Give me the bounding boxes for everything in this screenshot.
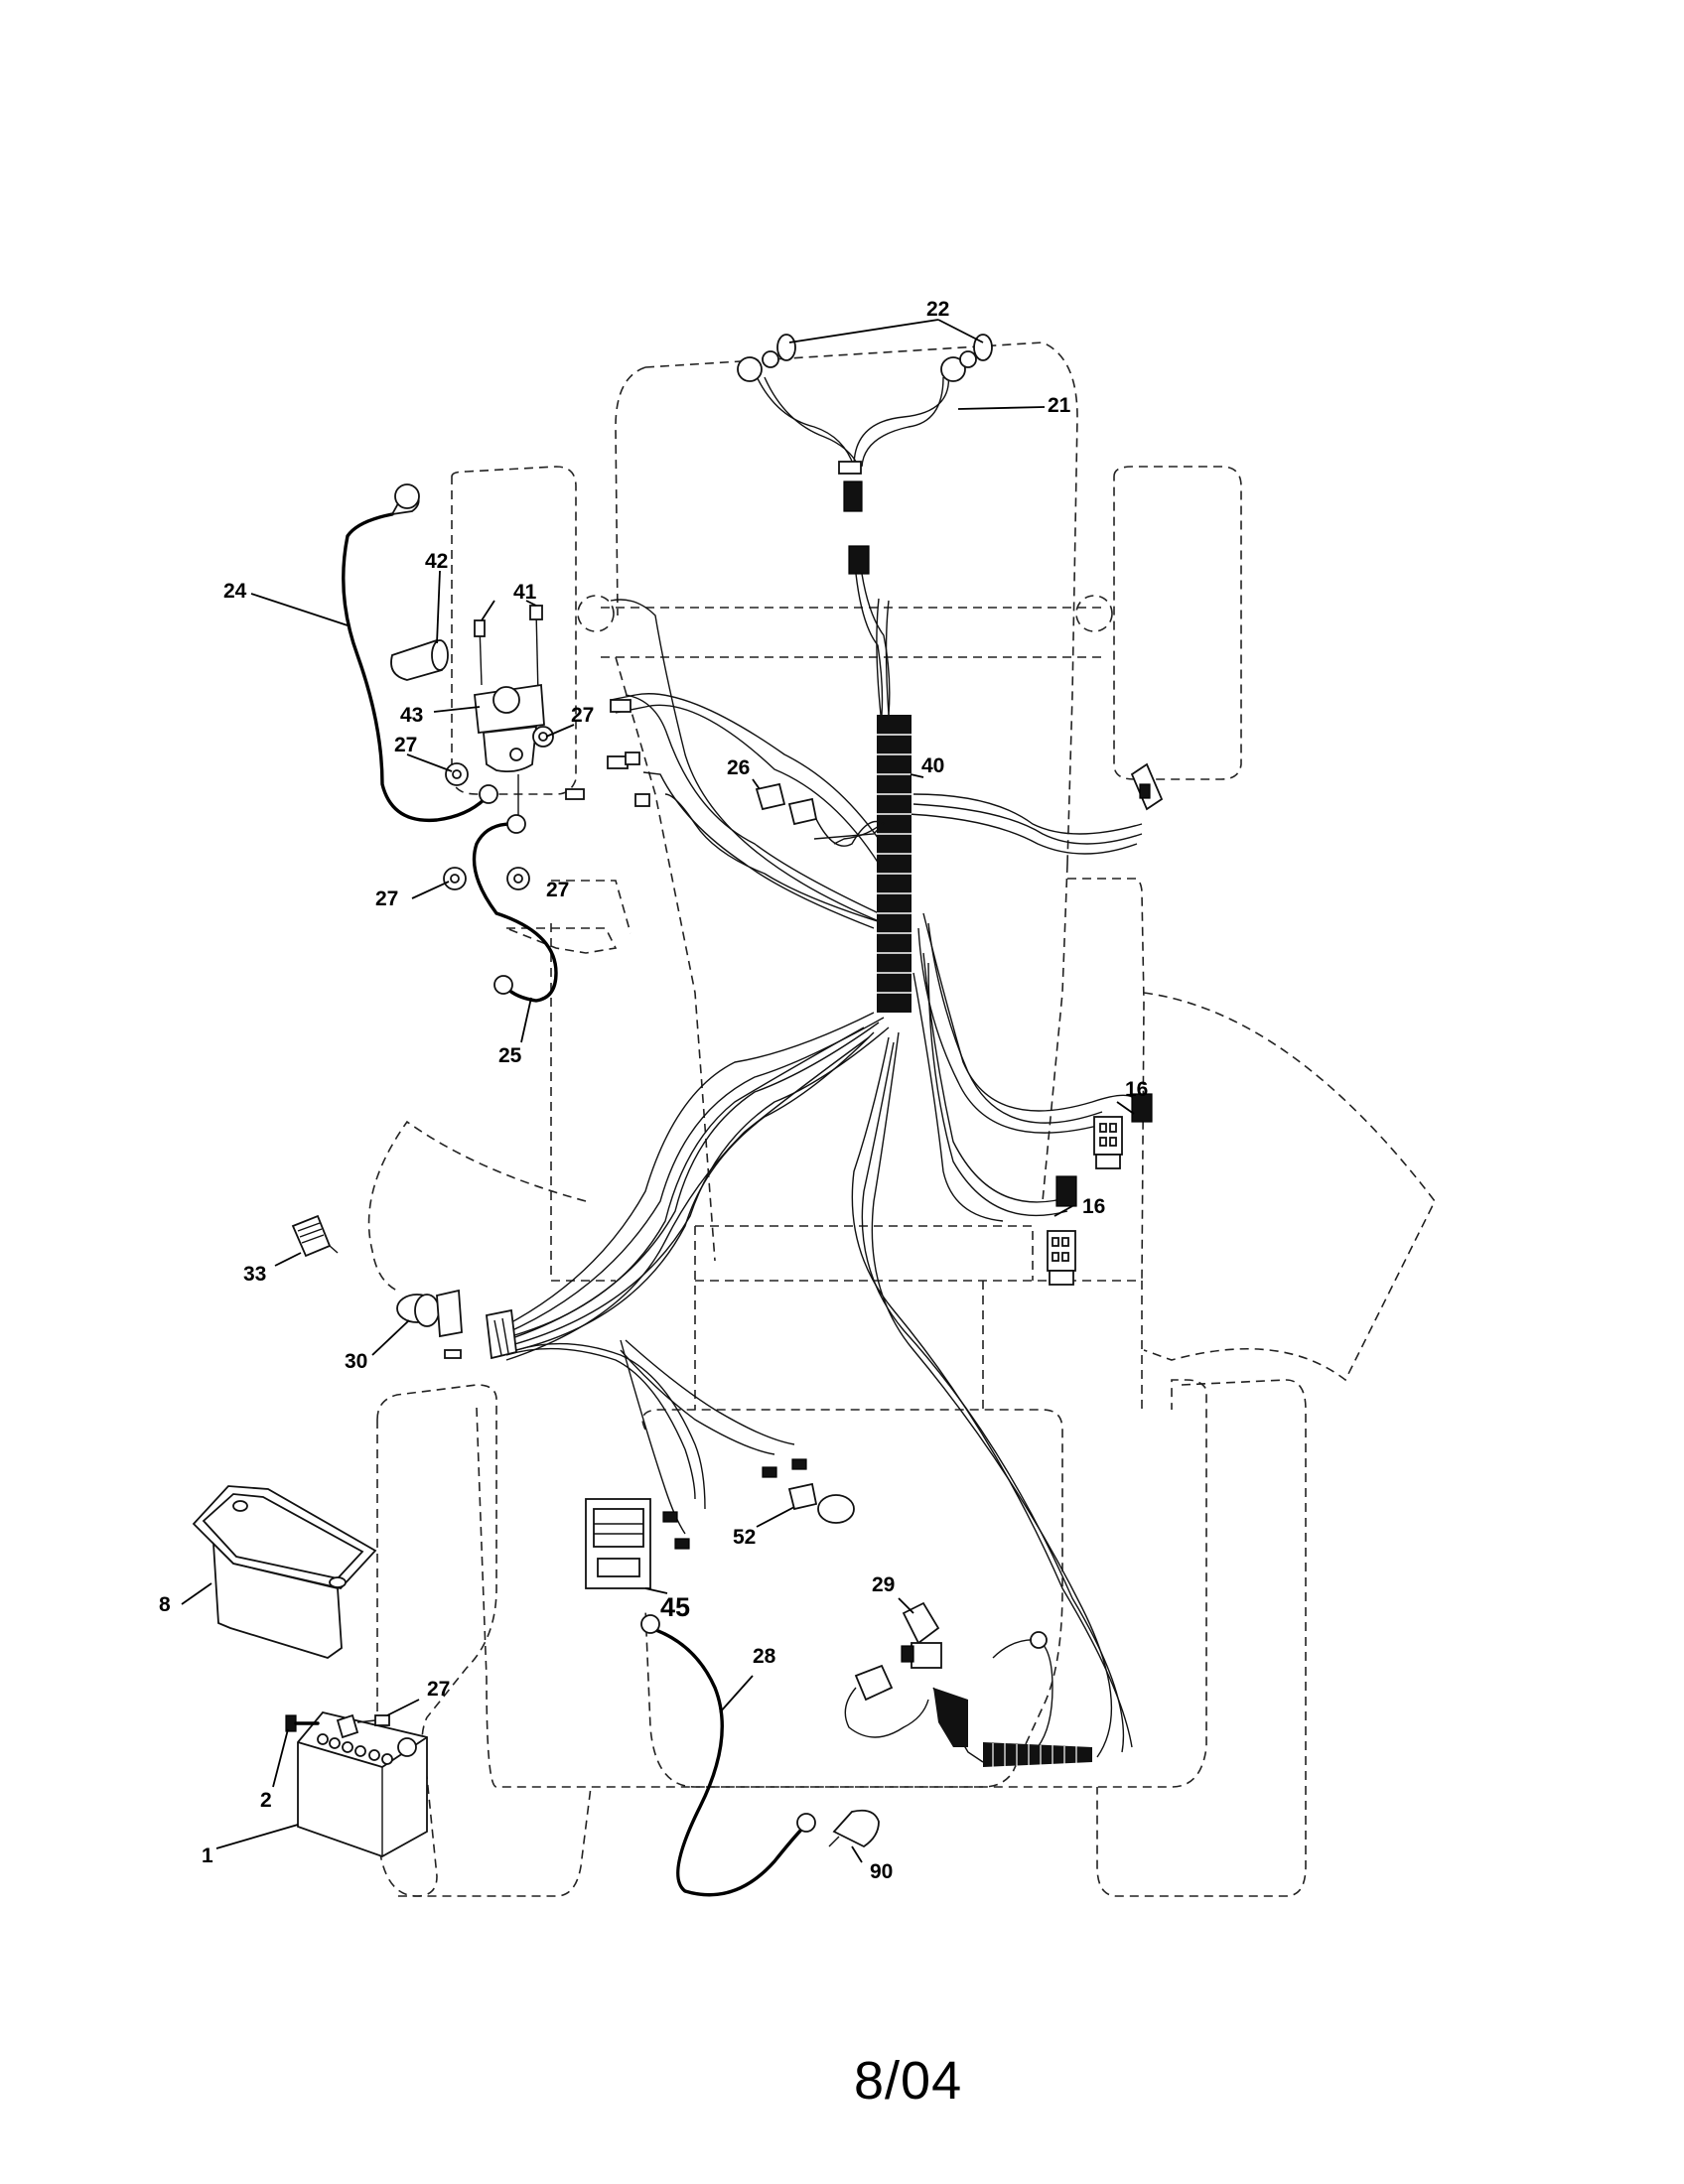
- callout-24: 24: [223, 580, 247, 603]
- solenoid-cable: [472, 774, 558, 1003]
- callout-26: 26: [727, 756, 750, 779]
- terminal-cover: [828, 1809, 880, 1848]
- callout-29: 29: [872, 1573, 895, 1596]
- callout-28: 28: [753, 1645, 776, 1668]
- callout-90: 90: [870, 1860, 893, 1883]
- callout-16-b: 16: [1082, 1195, 1105, 1218]
- callout-27-a: 27: [571, 704, 594, 727]
- connector-33: [291, 1214, 339, 1258]
- callout-41: 41: [513, 581, 537, 604]
- callout-1: 1: [202, 1844, 213, 1867]
- callout-25: 25: [498, 1044, 522, 1067]
- callouts: 22 21 24 42 41 43 27 27 27 27 25 26 40 1…: [159, 298, 1148, 1883]
- coiled-conduit: [877, 715, 912, 1013]
- callout-16-a: 16: [1125, 1078, 1148, 1101]
- headlight-assembly: [737, 334, 993, 716]
- callout-27-d: 27: [546, 879, 569, 901]
- callout-21: 21: [1048, 394, 1071, 417]
- callout-33: 33: [243, 1263, 266, 1286]
- callout-52: 52: [733, 1526, 756, 1549]
- side-connector: [1130, 762, 1164, 811]
- callout-2: 2: [260, 1789, 272, 1812]
- callout-40: 40: [921, 754, 944, 777]
- seat-switch: [844, 1601, 1092, 1767]
- hour-meter: [585, 1498, 690, 1589]
- ignition-switch: [396, 1289, 517, 1360]
- nut: [443, 726, 554, 890]
- battery: [285, 1710, 428, 1857]
- callout-30: 30: [345, 1350, 367, 1373]
- interlock-switch: [1047, 1093, 1153, 1286]
- callout-42: 42: [425, 550, 448, 573]
- callout-27-c: 27: [375, 887, 398, 910]
- callout-27-b: 27: [394, 734, 417, 756]
- battery-cable: [342, 483, 498, 823]
- leader-lines: [181, 319, 1135, 1863]
- wire-bundle: [495, 598, 1143, 1758]
- lamp-plug: [762, 1458, 855, 1524]
- callout-8: 8: [159, 1593, 171, 1616]
- callout-22: 22: [926, 298, 949, 321]
- callout-45: 45: [660, 1592, 690, 1622]
- callout-43: 43: [400, 704, 423, 727]
- wire-terminal: [565, 699, 650, 807]
- ground-cable: [640, 1614, 816, 1897]
- tractor-outline: [367, 341, 1436, 1897]
- connector: [755, 782, 885, 847]
- date-code: 8/04: [854, 2051, 963, 2111]
- callout-27-e: 27: [427, 1678, 450, 1701]
- battery-tray: [192, 1485, 377, 1659]
